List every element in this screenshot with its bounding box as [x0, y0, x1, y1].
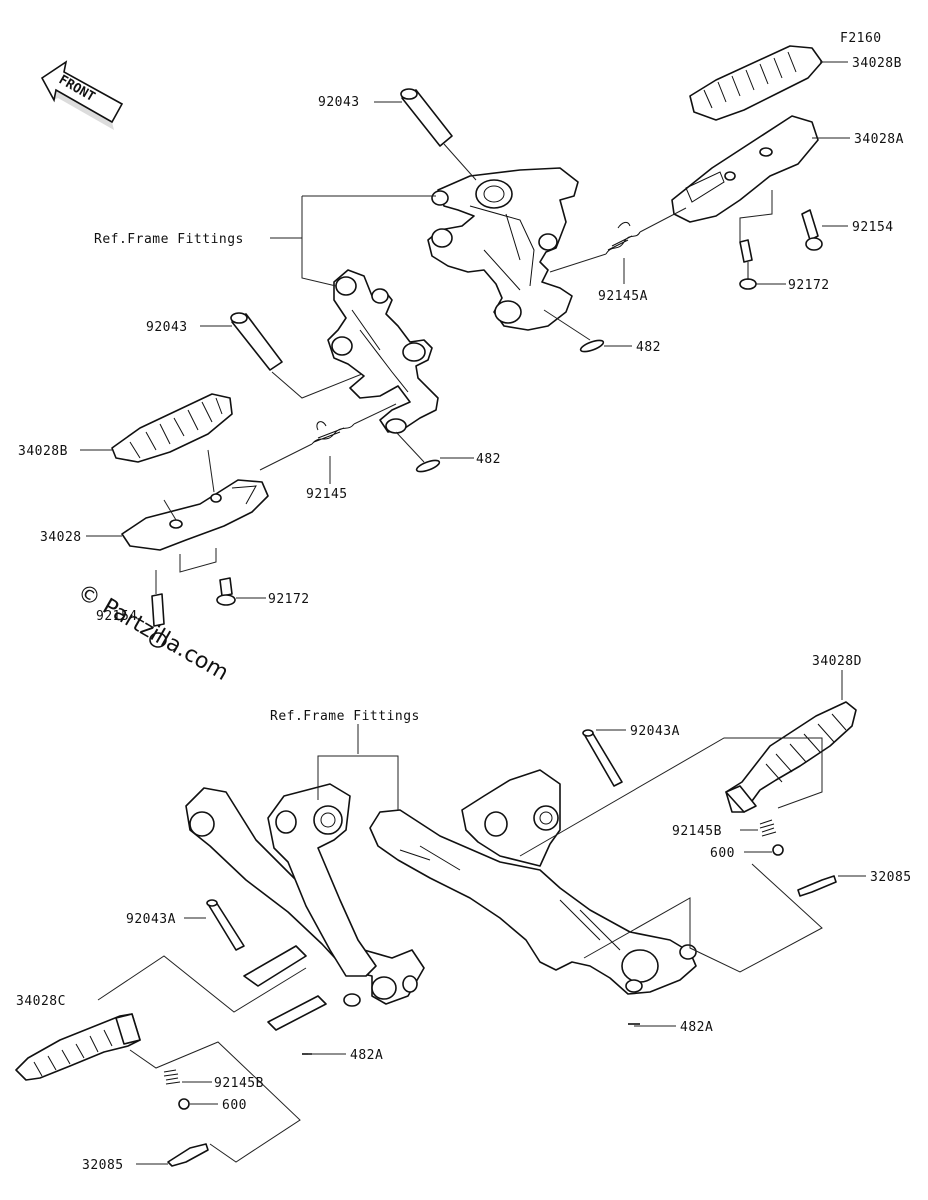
label-34028B-right: 34028B: [852, 56, 902, 71]
label-92043-right: 92043: [318, 95, 360, 110]
label-ref-frame-lower: Ref.Frame Fittings: [270, 709, 420, 724]
footpeg-34028A: [671, 115, 819, 223]
bolt-92172-right: [739, 239, 757, 290]
label-34028C: 34028C: [16, 994, 66, 1009]
clip-482-right: [579, 339, 605, 353]
ball-600-left: [178, 1098, 190, 1110]
label-32085-right: 32085: [870, 870, 912, 885]
figure-code: F2160: [840, 31, 882, 46]
bolt-92172-left: [216, 577, 236, 606]
bolt-92154-left: [149, 593, 167, 648]
label-34028B-left: 34028B: [18, 444, 68, 459]
spring-92145: [311, 421, 355, 445]
footpeg-34028D: [725, 701, 857, 813]
label-600-right: 600: [710, 846, 735, 861]
footpeg-34028: [121, 479, 269, 551]
label-92145A: 92145A: [598, 289, 648, 304]
label-92154-right: 92154: [852, 220, 894, 235]
label-34028A: 34028A: [854, 132, 904, 147]
lower-leader-lines: [97, 670, 866, 1165]
ball-600-right: [772, 844, 784, 856]
spring-92145A: [605, 221, 641, 255]
plate-32085-left: [167, 1143, 209, 1167]
label-ref-frame-upper: Ref.Frame Fittings: [94, 232, 244, 247]
label-34028: 34028: [40, 530, 82, 545]
label-92145: 92145: [306, 487, 348, 502]
label-482A-left: 482A: [350, 1048, 383, 1063]
pin-92043A-left: [206, 899, 245, 951]
spring-92145B-right: [759, 819, 777, 837]
label-92145B-left: 92145B: [214, 1076, 264, 1091]
spring-92145B-left: [163, 1069, 181, 1085]
bolt-92154-right: [801, 209, 823, 251]
label-92154-left: 92154: [96, 609, 138, 624]
pin-92043A-right: [582, 729, 623, 787]
clip-482-left: [415, 459, 441, 473]
upper-leader-lines: [80, 61, 850, 599]
label-482-right: 482: [636, 340, 661, 355]
plate-32085-right: [797, 875, 837, 897]
lower-left-bracket: [185, 783, 425, 1031]
label-32085-left: 32085: [82, 1158, 124, 1173]
lower-right-bracket: [369, 769, 697, 995]
upper-left-bracket: [327, 269, 439, 434]
label-34028D: 34028D: [812, 654, 862, 669]
label-92172-right: 92172: [788, 278, 830, 293]
upper-right-bracket: [427, 167, 579, 331]
label-600-left: 600: [222, 1098, 247, 1113]
label-92043A-left: 92043A: [126, 912, 176, 927]
footpeg-34028C: [15, 1013, 141, 1081]
label-92043A-right: 92043A: [630, 724, 680, 739]
label-482-left: 482: [476, 452, 501, 467]
pin-92043-left: [230, 312, 283, 371]
label-92145B-right: 92145B: [672, 824, 722, 839]
footpeg-rubber-34028B-left: [111, 393, 233, 463]
pin-92043-right: [400, 88, 453, 147]
front-arrow-icon: FRONT: [40, 60, 124, 130]
label-92043-left: 92043: [146, 320, 188, 335]
label-482A-right: 482A: [680, 1020, 713, 1035]
footpeg-rubber-34028B-right: [689, 45, 823, 121]
label-92172-left: 92172: [268, 592, 310, 607]
